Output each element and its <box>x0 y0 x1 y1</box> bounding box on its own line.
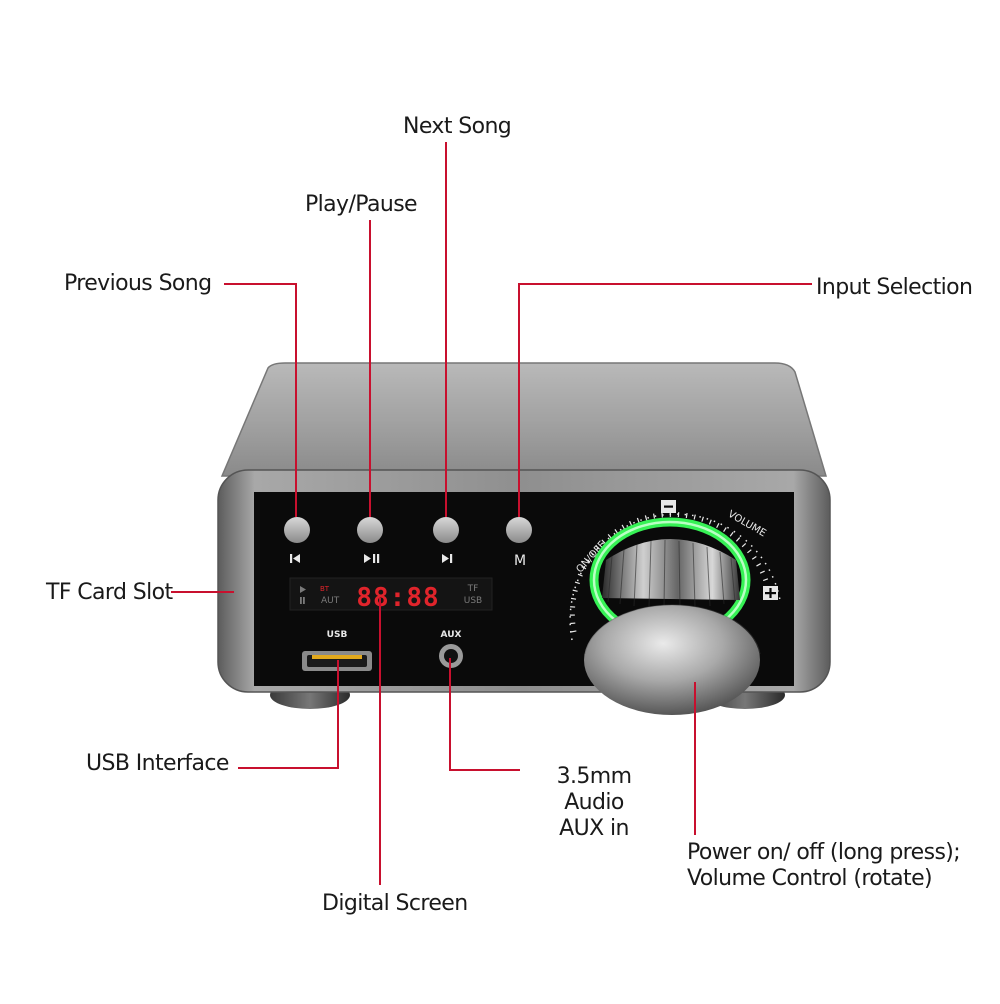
previous-icon <box>290 554 300 563</box>
callout-usb-interface: USB Interface <box>86 751 229 776</box>
callout-lines <box>171 142 812 885</box>
screen-digits: 88:88 <box>356 583 439 613</box>
volume-scale <box>569 511 781 641</box>
top-panel <box>220 362 828 477</box>
callout-digital-screen: Digital Screen <box>322 891 468 916</box>
callout-aux-in: 3.5mm Audio AUX in <box>556 764 632 841</box>
play-pause-icon <box>364 554 380 563</box>
callout-previous-song: Previous Song <box>64 271 212 296</box>
usb-port-label: USB <box>327 630 348 640</box>
screen-usb-indicator: USB <box>464 596 482 606</box>
plus-indicator <box>763 586 778 600</box>
callout-next-song: Next Song <box>403 114 512 139</box>
button-next[interactable] <box>433 517 459 543</box>
minus-indicator <box>661 500 676 513</box>
mode-icon: M <box>514 553 526 569</box>
button-previous[interactable] <box>284 517 310 543</box>
next-icon <box>442 554 453 563</box>
aux-jack[interactable] <box>439 644 463 668</box>
screen-bt-indicator: BT <box>320 585 330 593</box>
aux-port-label: AUX <box>441 630 462 640</box>
volume-knob[interactable] <box>584 539 761 715</box>
screen-aut-indicator: AUT <box>321 596 340 606</box>
callout-play-pause: Play/Pause <box>305 192 418 217</box>
callout-input-selection: Input Selection <box>816 275 973 300</box>
button-play-pause[interactable] <box>357 517 383 543</box>
callout-power-volume: Power on/ off (long press); Volume Contr… <box>687 840 961 891</box>
button-mode[interactable] <box>506 517 532 543</box>
callout-tf-card-slot: TF Card Slot <box>46 580 173 605</box>
screen-tf-indicator: TF <box>467 584 479 594</box>
digital-screen: BT AUT 88:88 TF USB <box>289 577 493 613</box>
